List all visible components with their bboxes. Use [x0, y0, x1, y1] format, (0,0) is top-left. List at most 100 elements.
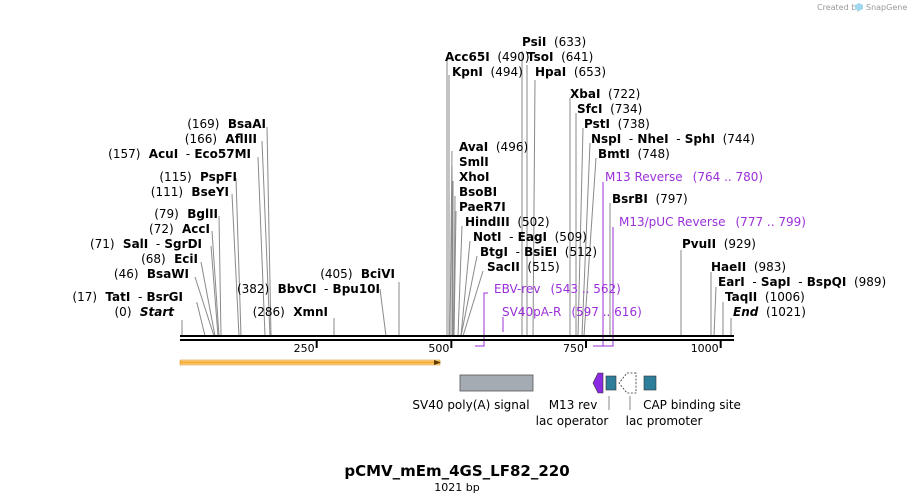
enzyme-site-label[interactable]: KpnI (494) — [452, 65, 523, 79]
enzyme-site-label[interactable]: HpaI (653) — [535, 65, 606, 79]
enzyme-label-part: (157) — [108, 147, 140, 161]
enzyme-label-part: HaeII — [711, 260, 746, 274]
tick-label: 1000 — [691, 342, 719, 355]
enzyme-label-part: (722) — [600, 87, 640, 101]
enzyme-site-label[interactable]: (72) AccI — [149, 222, 210, 236]
enzyme-site-label[interactable]: NspI - NheI - SphI (744) — [591, 132, 755, 146]
enzyme-label-part: (79) — [154, 207, 179, 221]
enzyme-label-part: - — [178, 147, 190, 161]
enzyme-label-part: XbaI — [570, 87, 600, 101]
feature-leader-lines — [608, 396, 631, 410]
enzyme-site-label[interactable]: EarI - SapI - BspQI (989) — [718, 275, 886, 289]
primer-range: (543 .. 562) — [550, 282, 620, 296]
enzyme-site-label[interactable]: (286) XmnI — [253, 305, 328, 319]
enzyme-label-part: (169) — [187, 117, 219, 131]
primer-label[interactable]: M13/pUC Reverse(777 .. 799) — [619, 215, 806, 229]
enzyme-site-label[interactable]: (166) AflIII — [185, 132, 257, 146]
primer-range: (777 .. 799) — [736, 215, 806, 229]
enzyme-site-label[interactable]: (68) EciI — [141, 252, 198, 266]
primer-name: M13 Reverse — [605, 170, 683, 184]
snapgene-brand: SnapGene — [866, 3, 907, 12]
enzyme-site-label[interactable]: Acc65I (490) — [445, 50, 530, 64]
enzyme-label-part: (382) — [237, 282, 269, 296]
lac-promoter-feature[interactable] — [618, 372, 637, 394]
enzyme-label-part: (929) — [716, 237, 756, 251]
enzyme-site-label[interactable]: (405) BciVI — [320, 267, 395, 281]
primer-label[interactable]: EBV-rev(543 .. 562) — [494, 282, 621, 296]
enzyme-label-part: (983) — [746, 260, 786, 274]
enzyme-site-label[interactable]: (46) BsaWI — [114, 267, 189, 281]
primer-label[interactable]: SV40pA-R(597 .. 616) — [502, 305, 642, 319]
enzyme-label-part: End — [733, 305, 759, 319]
enzyme-site-label[interactable]: (115) PspFI — [159, 170, 237, 184]
site-connector-lines — [181, 51, 732, 337]
tick-label: 500 — [428, 342, 449, 355]
enzyme-site-label[interactable]: HindIII (502) — [465, 215, 550, 229]
enzyme-label-part: (633) — [546, 35, 586, 49]
enzyme-site-label[interactable]: PsiI (633) — [522, 35, 586, 49]
enzyme-label-part: (405) — [320, 267, 352, 281]
enzyme-label-part: (166) — [185, 132, 217, 146]
enzyme-label-part: PsiI — [522, 35, 546, 49]
enzyme-site-label[interactable]: (17) TatI - BsrGI — [72, 290, 183, 304]
primer-label[interactable]: M13 Reverse (764 .. 780) — [605, 170, 763, 184]
dna-backbone — [180, 335, 734, 341]
enzyme-site-label[interactable]: BmtI (748) — [598, 147, 670, 161]
enzyme-label-part: (71) — [90, 237, 115, 251]
enzyme-site-label[interactable]: PvuII (929) — [682, 237, 756, 251]
m13-rev-feature[interactable] — [592, 372, 604, 394]
sv40-polya-feature[interactable] — [459, 374, 534, 392]
enzyme-site-label[interactable]: NotI - EagI (509) — [473, 230, 587, 244]
enzyme-site-label[interactable]: PstI (738) — [584, 117, 650, 131]
enzyme-label-part: TatI — [97, 290, 130, 304]
enzyme-label-part: (653) — [566, 65, 606, 79]
enzyme-label-part: (496) — [488, 140, 528, 154]
enzyme-label-part: (734) — [602, 102, 642, 116]
enzyme-site-label[interactable]: BtgI - BsiEI (512) — [480, 245, 597, 259]
enzyme-site-label[interactable]: PaeR7I — [459, 200, 506, 214]
enzyme-label-part: PstI — [584, 117, 610, 131]
enzyme-site-label[interactable]: TsoI (641) — [527, 50, 593, 64]
enzyme-site-label[interactable]: (71) SalI - SgrDI — [90, 237, 202, 251]
enzyme-label-part: HpaI — [535, 65, 566, 79]
enzyme-site-label[interactable]: (0) Start — [115, 305, 176, 319]
enzyme-label-part: (1021) — [758, 305, 806, 319]
enzyme-label-part: (641) — [553, 50, 593, 64]
enzyme-site-label[interactable]: SfcI (734) — [577, 102, 642, 116]
enzyme-site-label[interactable]: SmlI — [459, 155, 489, 169]
enzyme-label-part: SmlI — [459, 155, 489, 169]
enzyme-label-part: EarI — [718, 275, 745, 289]
enzyme-label-part: - — [316, 282, 328, 296]
enzyme-site-label[interactable]: (157) AcuI - Eco57MI — [108, 147, 251, 161]
lac-operator-feature[interactable] — [605, 375, 617, 391]
enzyme-label-part: (738) — [610, 117, 650, 131]
enzyme-site-label[interactable]: SacII (515) — [487, 260, 560, 274]
enzyme-site-label[interactable]: BsoBI — [459, 185, 497, 199]
enzyme-label-part: (797) — [648, 192, 688, 206]
enzyme-label-part: BsaWI — [139, 267, 189, 281]
enzyme-label-part: BmtI — [598, 147, 630, 161]
enzyme-site-label[interactable]: TaqII (1006) — [725, 290, 805, 304]
enzyme-label-part: - — [669, 132, 681, 146]
enzyme-site-label[interactable]: (79) BglII — [154, 207, 218, 221]
enzyme-site-label[interactable]: End (1021) — [733, 305, 806, 319]
enzyme-label-part: Acc65I — [445, 50, 490, 64]
enzyme-site-label[interactable]: BsrBI (797) — [612, 192, 688, 206]
snapgene-logo — [855, 3, 863, 11]
enzyme-site-label[interactable]: XhoI — [459, 170, 490, 184]
enzyme-label-part: EagI — [513, 230, 547, 244]
enzyme-label-part: (115) — [159, 170, 191, 184]
enzyme-site-label[interactable]: (169) BsaAI — [187, 117, 266, 131]
enzyme-site-label[interactable]: AvaI (496) — [459, 140, 528, 154]
enzyme-label-part: BbvCI — [269, 282, 316, 296]
feature-label-sv40-polya: SV40 poly(A) signal — [412, 398, 529, 412]
feature-label-lac-operator: lac operator — [536, 414, 609, 428]
enzyme-site-label[interactable]: HaeII (983) — [711, 260, 786, 274]
enzyme-site-label[interactable]: (382) BbvCI - Bpu10I — [237, 282, 380, 296]
enzyme-label-part: SfcI — [577, 102, 602, 116]
enzyme-site-label[interactable]: (111) BseYI — [151, 185, 229, 199]
enzyme-label-part: (68) — [141, 252, 166, 266]
primer-range: (764 .. 780) — [693, 170, 763, 184]
enzyme-site-label[interactable]: XbaI (722) — [570, 87, 640, 101]
cap-binding-site-feature[interactable] — [643, 375, 657, 391]
